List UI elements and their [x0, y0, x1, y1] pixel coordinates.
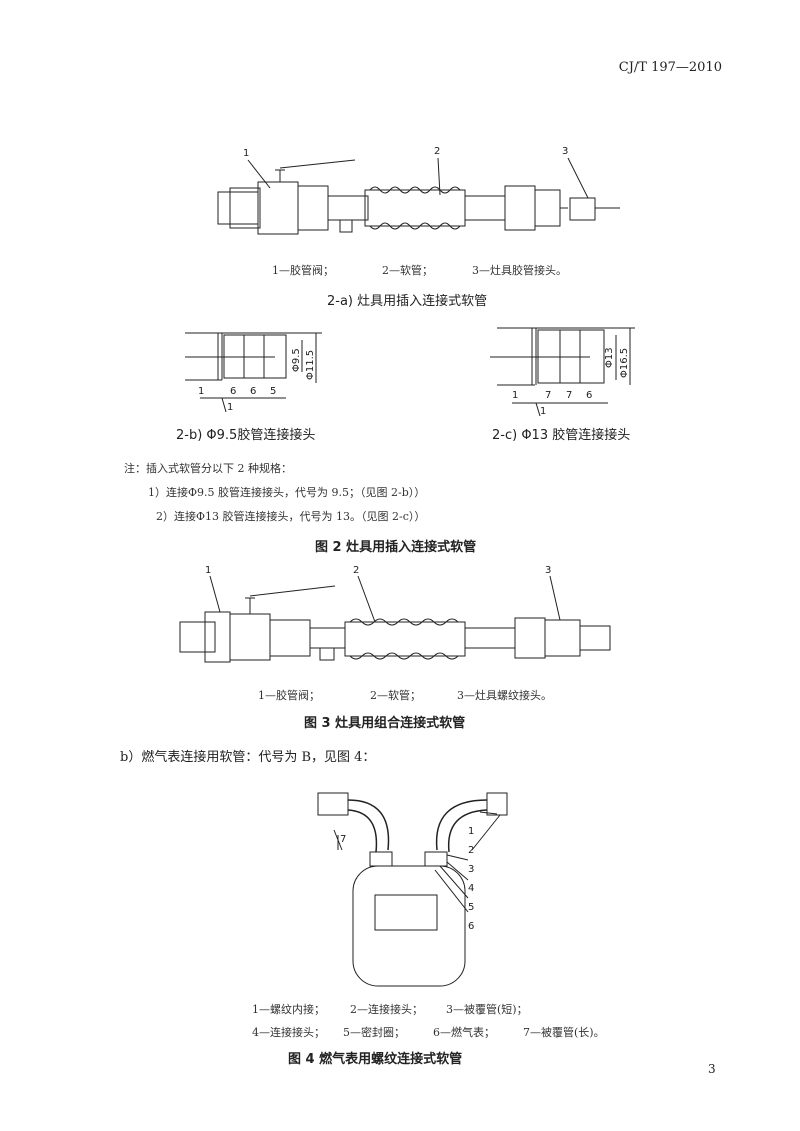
page-number: 3 — [708, 1062, 716, 1076]
fig2-caption: 图 2 灶具用插入连接式软管 — [315, 540, 477, 555]
drawing-label: 2 — [353, 565, 359, 576]
note-item-1: 1）连接Φ9.5 胶管连接接头，代号为 9.5；（见图 2-b）） — [148, 486, 426, 499]
drawing-label: 3 — [562, 146, 568, 157]
fig4-legend-6: 6—燃气表； — [433, 1026, 495, 1039]
drawing-label: 1 — [227, 402, 233, 413]
drawing-label: 6 — [250, 386, 256, 397]
drawing-label: 1 — [468, 826, 474, 837]
drawing-label: 6 — [230, 386, 236, 397]
drawing-label: Φ16.5 — [619, 348, 630, 378]
note-item-2: 2）连接Φ13 胶管连接接头，代号为 13。（见图 2-c）） — [156, 510, 426, 523]
fig2a-caption: 2-a) 灶具用插入连接式软管 — [327, 294, 488, 309]
drawing-label: 1 — [198, 386, 204, 397]
drawing-label: 7 — [340, 834, 346, 845]
drawing-label: 2 — [468, 845, 474, 856]
drawing-label: 3 — [545, 565, 551, 576]
fig2a-legend-1: 1—胶管阀； — [272, 264, 334, 277]
drawing-label: Φ9.5 — [291, 348, 302, 372]
drawing-label: 1 — [243, 148, 249, 159]
fig2a-drawing: 1 2 3 — [217, 146, 620, 235]
fig3-legend-2: 2—软管； — [370, 689, 421, 702]
fig3-legend-1: 1—胶管阀； — [258, 689, 320, 702]
drawing-label: 2 — [434, 146, 440, 157]
fig2c-drawing: 1 7 7 6 1 Φ13 Φ16.5 — [490, 327, 635, 417]
drawing-label: 5 — [270, 386, 276, 397]
fig2b-caption: 2-b) Φ9.5胶管连接接头 — [176, 428, 316, 443]
drawing-label: 1 — [512, 390, 518, 401]
fig3-drawing: 1 2 3 — [179, 565, 611, 663]
drawing-label: Φ11.5 — [305, 350, 316, 380]
section-b-text: b）燃气表连接用软管：代号为 B，见图 4： — [120, 750, 376, 765]
fig4-legend-2: 2—连接接头； — [350, 1003, 423, 1016]
drawing-label: 5 — [468, 902, 474, 913]
standard-number: CJ/T 197—2010 — [618, 60, 722, 75]
drawing-label: 6 — [468, 921, 474, 932]
drawing-label: 1 — [540, 406, 546, 417]
fig4-legend-7: 7—被覆管(长)。 — [523, 1026, 605, 1039]
drawing-label: 1 — [205, 565, 211, 576]
fig4-legend-3: 3—被覆管(短)； — [446, 1003, 528, 1016]
fig3-caption: 图 3 灶具用组合连接式软管 — [304, 716, 466, 731]
drawing-label: 3 — [468, 864, 474, 875]
drawing-label: 7 — [545, 390, 551, 401]
fig4-legend-1: 1—螺纹内接； — [252, 1003, 325, 1016]
fig4-legend-4: 4—连接接头； — [252, 1026, 325, 1039]
drawing-label: 4 — [468, 883, 474, 894]
fig2a-legend-2: 2—软管； — [382, 264, 433, 277]
fig4-caption: 图 4 燃气表用螺纹连接式软管 — [288, 1052, 463, 1067]
fig2a-legend-3: 3—灶具胶管接头。 — [472, 264, 567, 277]
drawing-label: Φ13 — [604, 347, 615, 368]
drawing-label: 7 — [566, 390, 572, 401]
fig4-drawing: 7 1 2 3 4 5 6 — [317, 792, 508, 987]
drawing-label: 6 — [586, 390, 592, 401]
fig2b-drawing: 1 6 6 5 1 Φ9.5 Φ11.5 — [185, 332, 322, 413]
note-intro: 注：插入式软管分以下 2 种规格： — [124, 462, 292, 475]
fig4-legend-5: 5—密封圈； — [343, 1026, 405, 1039]
fig3-legend-3: 3—灶具螺纹接头。 — [457, 689, 552, 702]
fig2c-caption: 2-c) Φ13 胶管连接接头 — [492, 428, 631, 443]
